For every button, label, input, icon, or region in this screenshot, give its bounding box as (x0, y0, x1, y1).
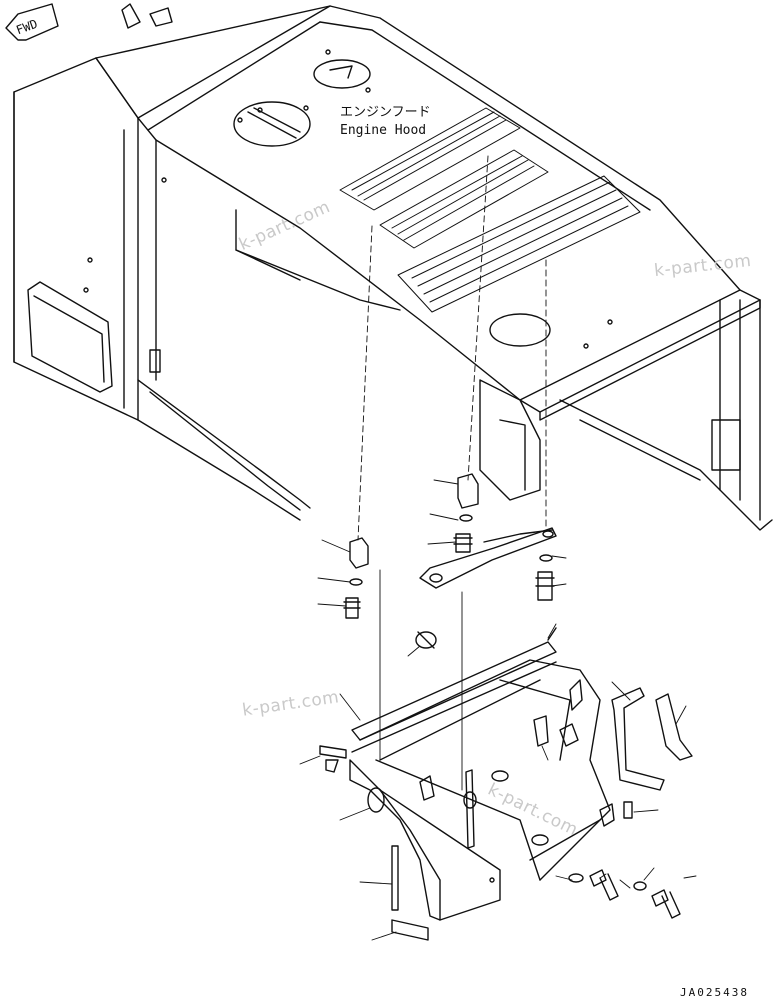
assembly-lines-solid (379, 569, 463, 791)
engine-hood-body (13, 3, 773, 531)
grommet (415, 631, 437, 649)
fwd-arrow-icon (5, 3, 59, 41)
bracket-center (453, 473, 479, 553)
assembly-lines (357, 155, 547, 541)
callout-leaders (299, 479, 697, 941)
hood-vent-grilles (339, 107, 641, 313)
engine-hood-label-english: Engine Hood (340, 123, 427, 138)
engine-hood-label-japanese: エンジンフード (340, 105, 431, 120)
stay-bar (419, 527, 557, 589)
figure-number: JA025438 (680, 986, 749, 999)
bolt-right (535, 554, 555, 601)
lower-cover-assembly (319, 627, 693, 941)
bracket-left (343, 537, 369, 619)
